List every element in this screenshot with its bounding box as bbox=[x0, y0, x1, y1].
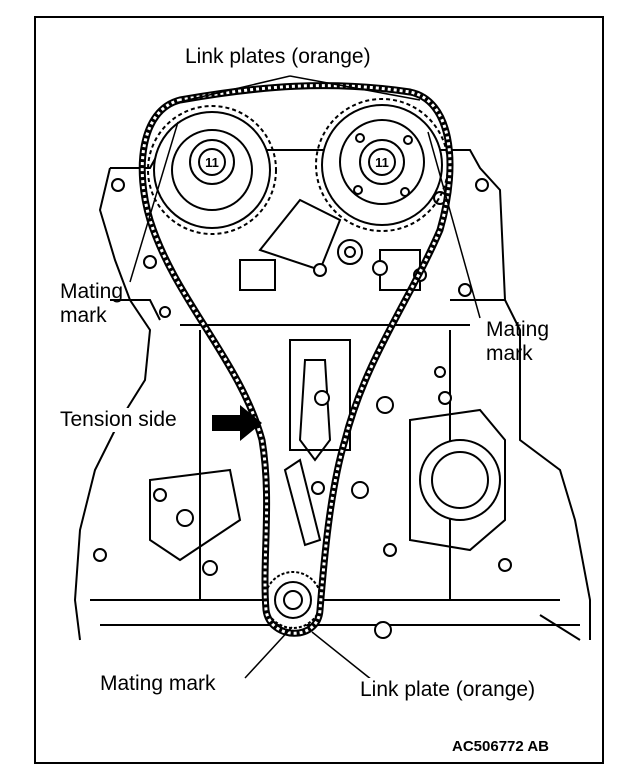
right-camshaft-sprocket: 11 bbox=[315, 98, 449, 232]
mating-mark-left-line1: Mating bbox=[60, 280, 124, 303]
link-plate-bottom-label: Link plate (orange) bbox=[358, 678, 538, 703]
mating-mark-right-line1: Mating bbox=[486, 318, 550, 341]
mating-mark-left-label: Mating mark bbox=[58, 280, 125, 328]
tension-side-arrow-icon bbox=[212, 405, 262, 441]
tension-side-label: Tension side bbox=[58, 408, 179, 433]
mating-mark-right-line2: mark bbox=[486, 342, 533, 366]
sprocket-number-right: 11 bbox=[375, 155, 389, 170]
mating-mark-right-label: Mating mark bbox=[484, 318, 551, 366]
left-camshaft-sprocket: 11 bbox=[147, 105, 277, 235]
mating-mark-bottom-label: Mating mark bbox=[98, 672, 218, 697]
diagram-frame bbox=[34, 16, 604, 764]
sprocket-number-left: 11 bbox=[205, 155, 219, 170]
chain-tensioner bbox=[283, 359, 332, 547]
reference-code: AC506772 AB bbox=[452, 738, 549, 755]
timing-chain bbox=[138, 82, 454, 637]
mating-mark-left-line2: mark bbox=[60, 304, 107, 328]
callout-lines bbox=[129, 75, 481, 681]
crankshaft-sprocket bbox=[264, 571, 322, 629]
link-plates-top-label: Link plates (orange) bbox=[183, 45, 373, 70]
